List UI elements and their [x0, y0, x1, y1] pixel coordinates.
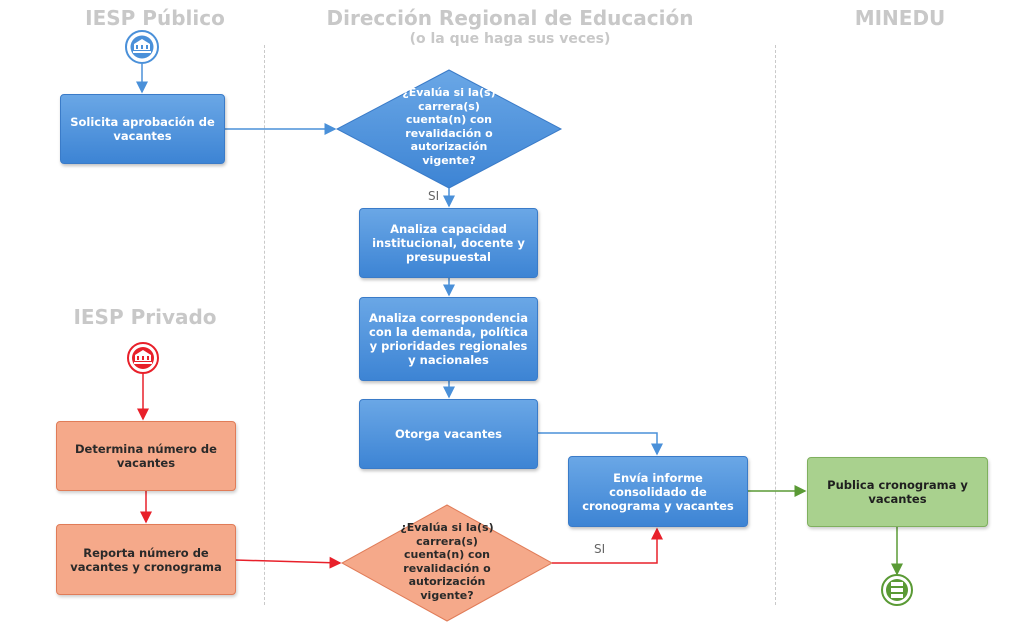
lane-title-dre: Dirección Regional de Educación [326, 6, 694, 30]
decision-text-publico: ¿Evalúa si la(s) carrera(s) cuenta(n) co… [402, 86, 496, 167]
lane-subtitle-dre: (o la que haga sus veces) [409, 31, 611, 47]
node-reporta-numero: Reporta número de vacantes y cronograma [56, 524, 236, 595]
school-start-icon-publico [125, 30, 159, 64]
server-end-icon [881, 574, 913, 606]
lane-title-minedu: MINEDU [854, 6, 946, 30]
node-publica-cronograma: Publica cronograma y vacantes [807, 457, 988, 527]
arrow-reporta-to-evalua [234, 556, 342, 569]
decision-diamond-privado [340, 504, 554, 622]
arrow-otorga-to-envia [538, 432, 663, 456]
node-envia-informe: Envía informe consolidado de cronograma … [568, 456, 748, 527]
lane-divider-left [264, 45, 265, 605]
arrow-evalua-privado-to-envia [552, 527, 663, 564]
lane-title-iesp-publico: IESP Público [85, 6, 225, 30]
lane-divider-right [775, 45, 776, 605]
decision-text-privado: ¿Evalúa si la(s) carrera(s) cuenta(n) co… [400, 521, 494, 602]
lane-title-iesp-privado: IESP Privado [73, 305, 217, 329]
node-analiza-capacidad: Analiza capacidad institucional, docente… [359, 208, 538, 278]
node-otorga-vacantes: Otorga vacantes [359, 399, 538, 469]
edge-label-si-publico: SI [428, 189, 440, 203]
node-analiza-correspondencia: Analiza correspondencia con la demanda, … [359, 297, 538, 381]
school-start-icon-privado [127, 342, 159, 374]
edge-label-si-privado: SI [594, 542, 606, 556]
node-determina-numero: Determina número de vacantes [56, 421, 236, 491]
node-solicita-aprobacion: Solicita aprobación de vacantes [60, 94, 225, 164]
